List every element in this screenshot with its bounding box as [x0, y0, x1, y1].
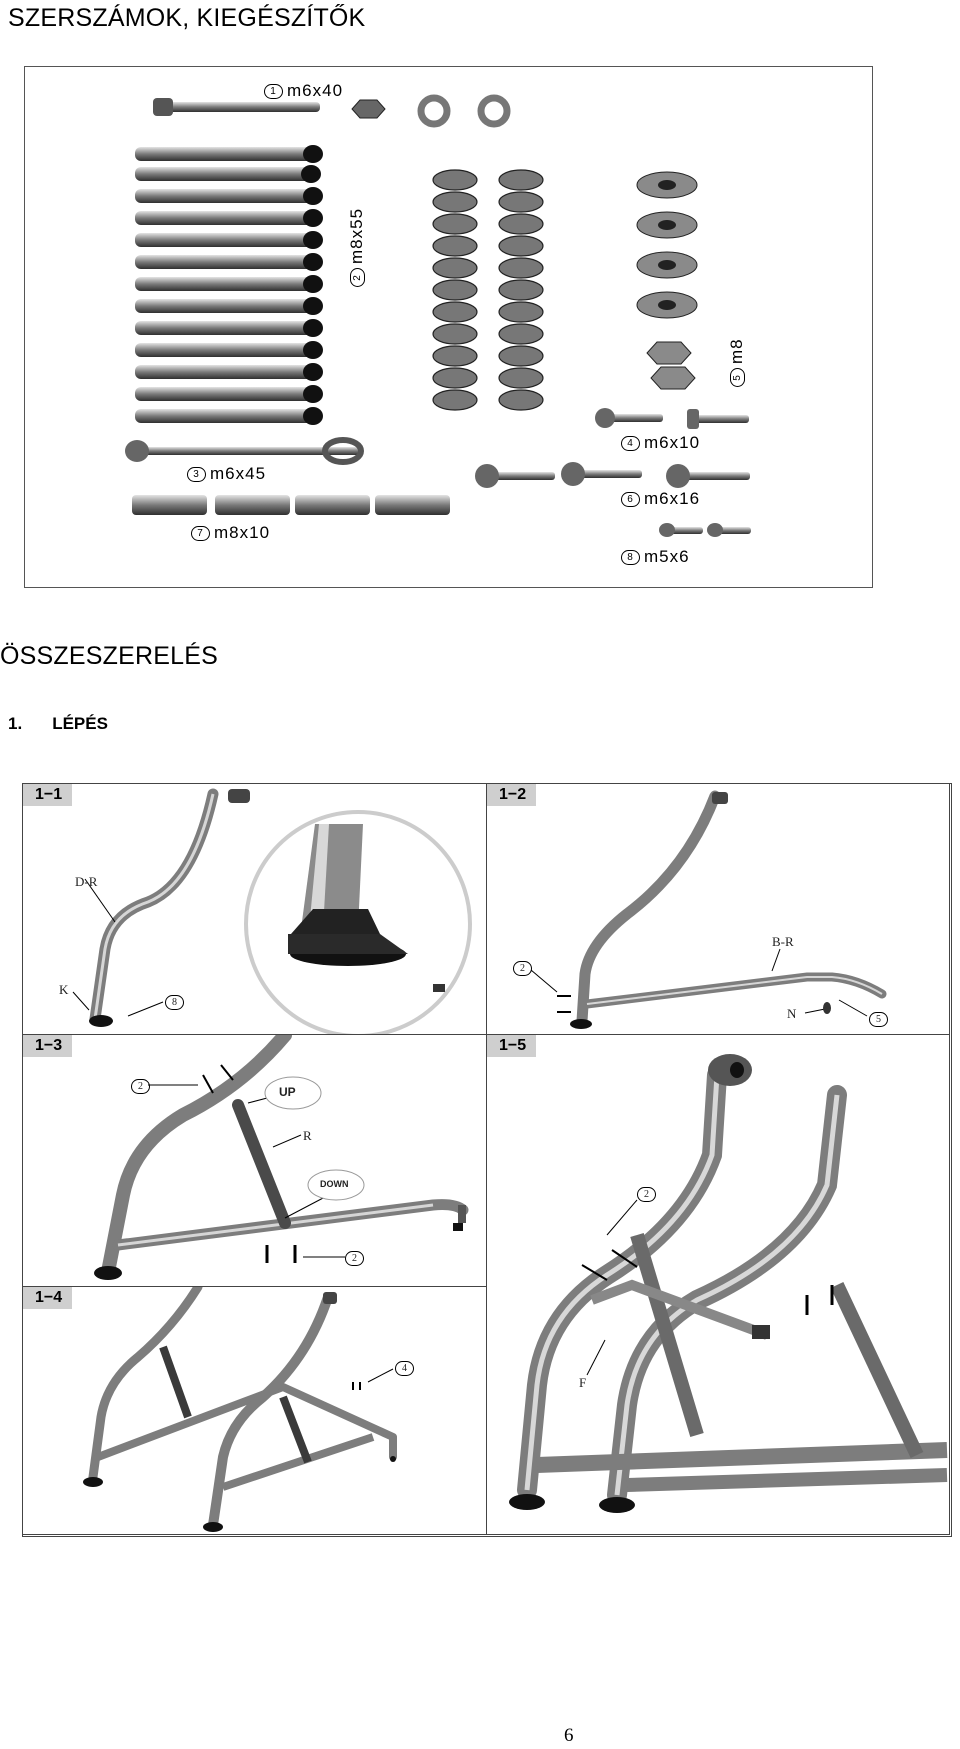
- callout-foot: K: [59, 982, 69, 997]
- panel-1-5: 1−5 2 F: [487, 1035, 950, 1535]
- panel-tag: 1−2: [487, 784, 537, 806]
- callout-up: UP: [279, 1085, 296, 1099]
- callout-screw-top: 2: [131, 1077, 150, 1094]
- step-heading: 1.LÉPÉS: [8, 714, 108, 733]
- callout-bolt: 5: [869, 1010, 888, 1027]
- panel-1-2-drawing: [530, 790, 887, 1029]
- panel-tag: 1−4: [23, 1287, 73, 1309]
- panel-1-3-drawing: [94, 1035, 469, 1280]
- callout-down: DOWN: [320, 1179, 349, 1189]
- callout-nut: N: [787, 1006, 797, 1021]
- callout-screw: 2: [513, 959, 532, 976]
- panel-1-2: 1−2 2 B-R N 5: [487, 784, 950, 1035]
- callout-part: B-R: [772, 934, 794, 949]
- assembly-title: ÖSSZESZERELÉS: [0, 642, 218, 670]
- panel-1-4: 1−4 4: [23, 1287, 487, 1535]
- panel-1-1-drawing: [72, 788, 472, 1034]
- assembly-figure: [22, 783, 952, 1537]
- panel-tag: 1−1: [23, 784, 73, 806]
- callout-screw: 2: [637, 1185, 656, 1202]
- callout-bolt: 8: [165, 993, 184, 1010]
- callout-part: F: [579, 1375, 587, 1390]
- panel-tag: 1−3: [23, 1035, 73, 1057]
- callout-screw: 4: [395, 1359, 414, 1376]
- callout-part: D-R: [75, 874, 98, 889]
- tools-title: SZERSZÁMOK, KIEGÉSZÍTŐK: [8, 4, 366, 32]
- panel-tag: 1−5: [487, 1035, 537, 1057]
- panel-1-1: 1−1 D-R K 8: [23, 784, 487, 1035]
- panel-1-3: 1−3 2 UP R DOWN 2: [23, 1035, 487, 1287]
- callout-screw-bottom: 2: [345, 1249, 364, 1266]
- hardware-drawing: [125, 94, 751, 537]
- page-number: 6: [564, 1725, 574, 1746]
- panel-1-4-drawing: [83, 1287, 397, 1532]
- panel-1-5-drawing: [509, 1054, 948, 1513]
- callout-part: R: [303, 1128, 312, 1143]
